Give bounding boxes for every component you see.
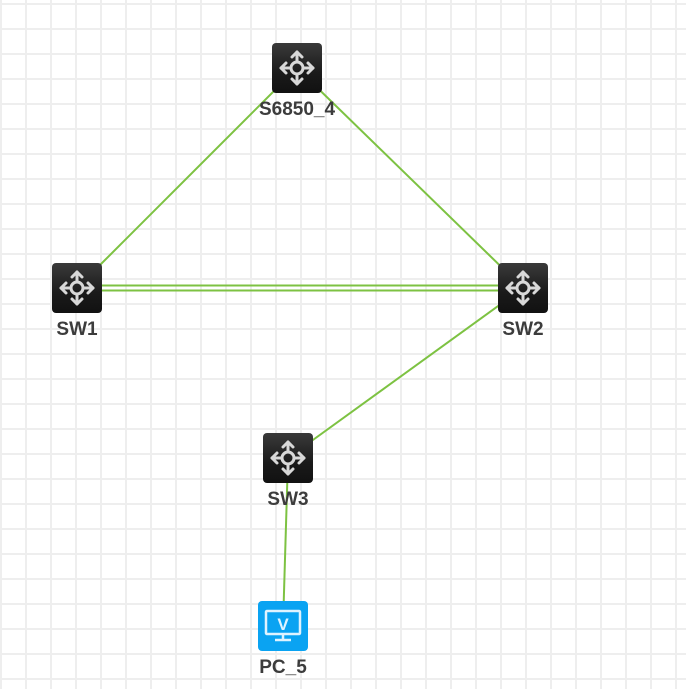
- node-sw3[interactable]: SW3: [263, 433, 313, 510]
- link-s6850-4-sw2[interactable]: [296, 67, 524, 289]
- node-label: S6850_4: [258, 99, 336, 120]
- node-label: PC_5: [259, 657, 307, 678]
- node-sw1[interactable]: SW1: [52, 263, 102, 340]
- node-s6850-4[interactable]: S6850_4: [259, 43, 335, 120]
- switch-icon: [272, 43, 322, 93]
- node-pc-5[interactable]: V PC_5: [258, 601, 308, 678]
- switch-icon: [498, 263, 548, 313]
- link-sw3-pc-5[interactable]: [282, 457, 289, 627]
- svg-text:V: V: [277, 615, 289, 634]
- link-s6850-4-sw1[interactable]: [76, 67, 298, 289]
- switch-icon: [263, 433, 313, 483]
- node-sw2[interactable]: SW2: [498, 263, 548, 340]
- node-label: SW2: [502, 319, 544, 340]
- link-sw2-sw3[interactable]: [287, 287, 524, 459]
- node-label: SW1: [56, 319, 98, 340]
- node-label: SW3: [267, 489, 309, 510]
- pc-monitor-icon: V: [258, 601, 308, 651]
- switch-icon: [52, 263, 102, 313]
